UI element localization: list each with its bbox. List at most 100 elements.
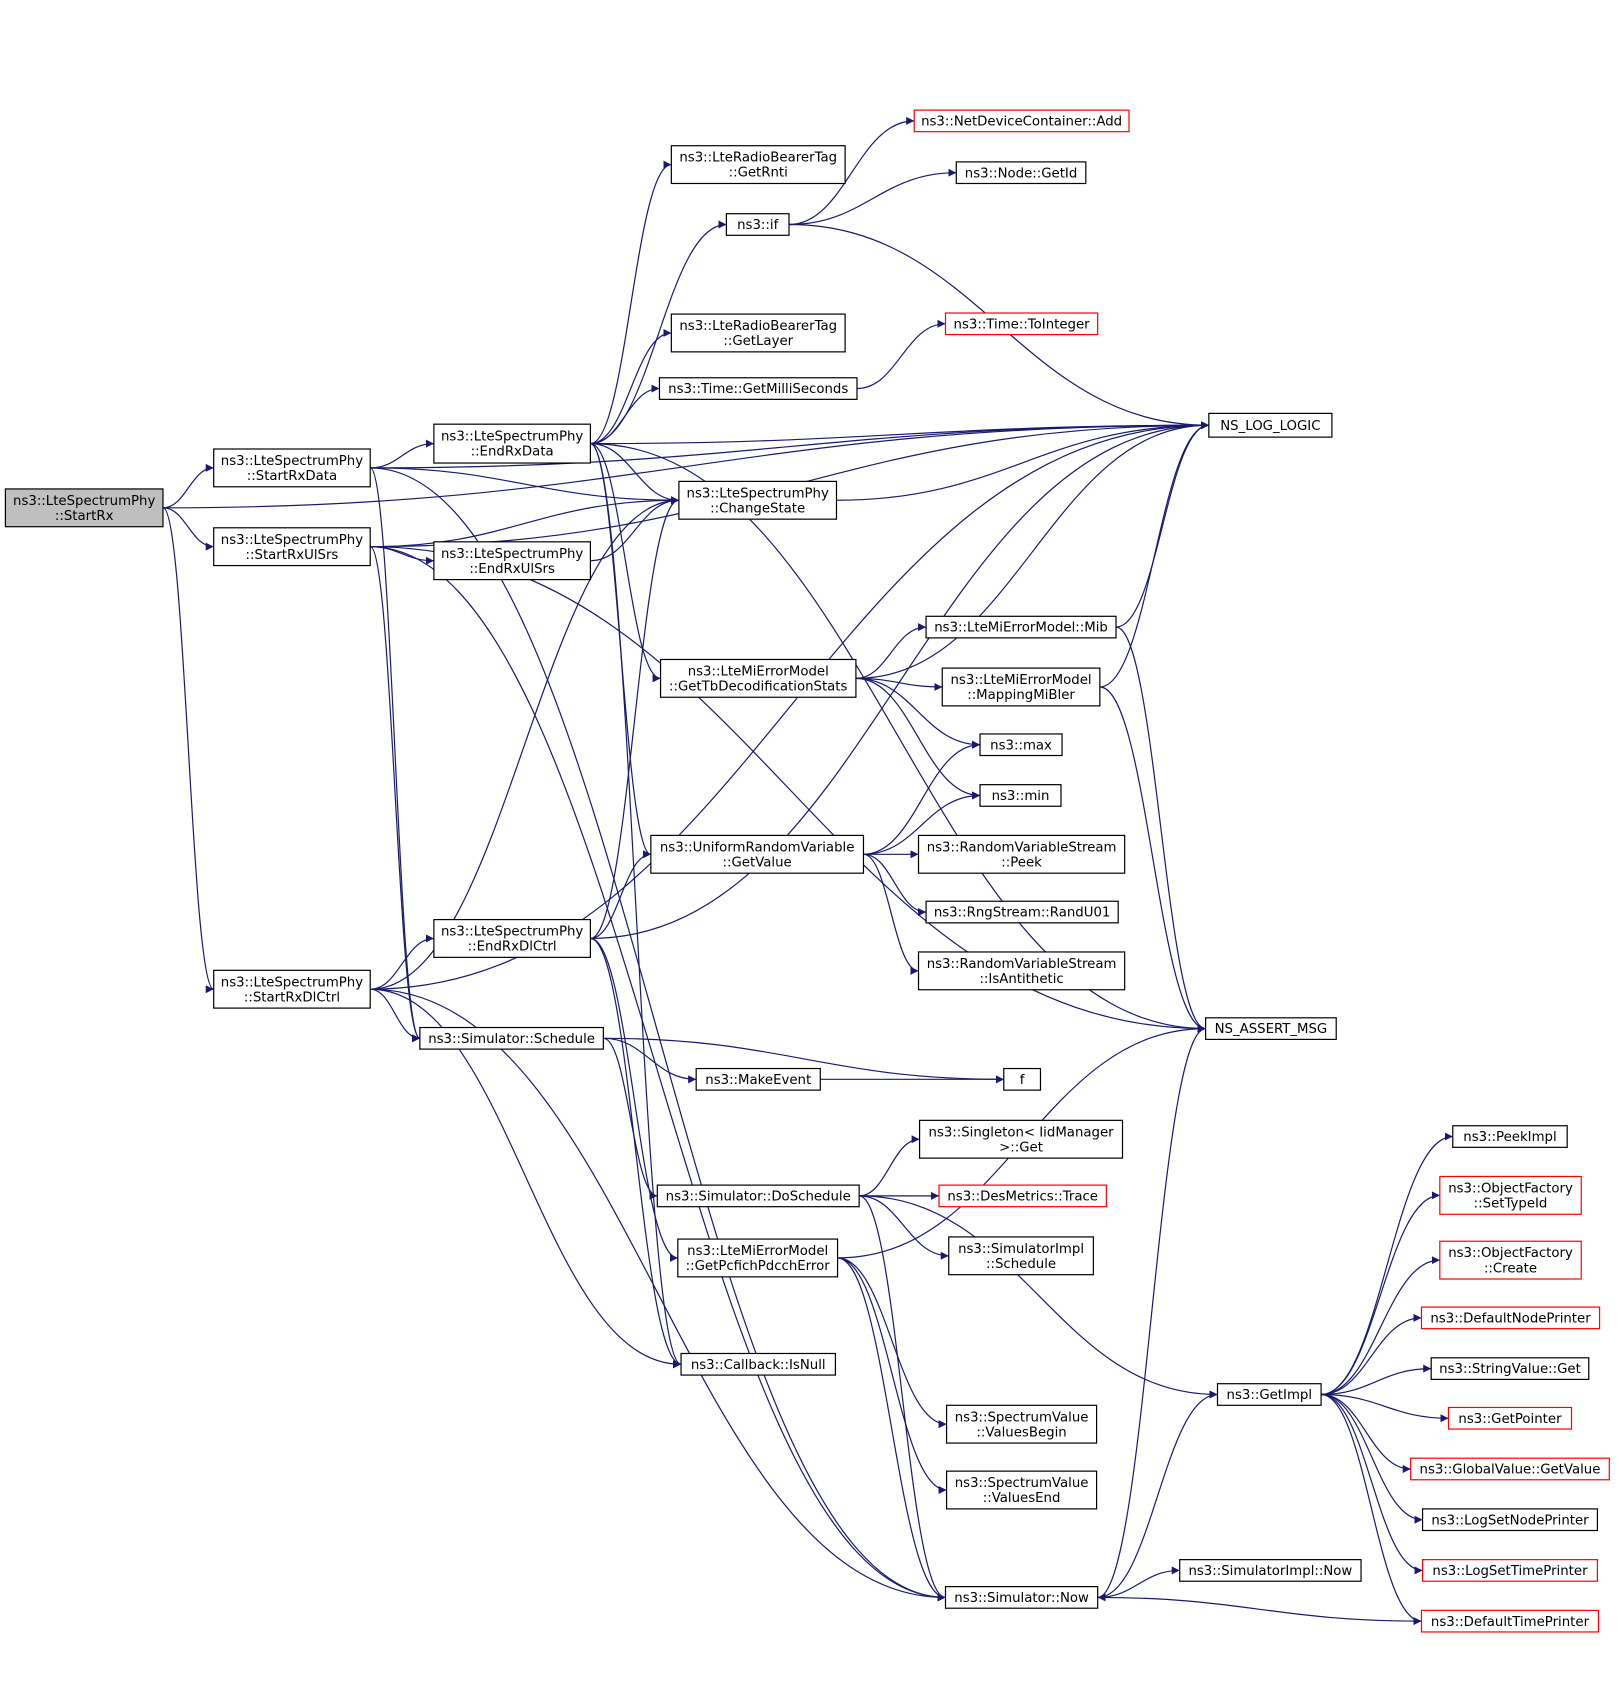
node-valuesbegin[interactable]: ns3::SpectrumValue::ValuesBegin: [945, 1404, 1098, 1444]
node-label: ::ValuesBegin: [976, 1425, 1066, 1440]
node-getimpl[interactable]: ns3::GetImpl: [1216, 1383, 1322, 1406]
node-ofcreate[interactable]: ns3::ObjectFactory::Create: [1439, 1240, 1582, 1280]
node-nodegetid[interactable]: ns3::Node::GetId: [955, 161, 1087, 185]
call-edge: [370, 439, 434, 469]
node-mib[interactable]: ns3::LteMiErrorModel::Mib: [925, 615, 1117, 639]
node-isnull[interactable]: ns3::Callback::IsNull: [680, 1352, 837, 1376]
node-valuesend[interactable]: ns3::SpectrumValue::ValuesEnd: [945, 1470, 1098, 1510]
call-edge: [370, 467, 679, 505]
node-box: [658, 377, 858, 400]
node-implschedule[interactable]: ns3::SimulatorImpl::Schedule: [948, 1236, 1094, 1276]
node-label: ns3::LteSpectrumPhy: [441, 430, 583, 445]
node-label: ns3::GlobalValue::GetValue: [1420, 1463, 1601, 1478]
node-box: [1216, 1383, 1322, 1406]
call-edge: [788, 116, 915, 226]
call-edge: [855, 677, 943, 691]
call-edge: [162, 421, 1209, 509]
node-implnow[interactable]: ns3::SimulatorImpl::Now: [1179, 1559, 1362, 1582]
node-box: [213, 448, 371, 488]
node-startrxdlctrl[interactable]: ns3::LteSpectrumPhy::StartRxDlCtrl: [213, 969, 371, 1009]
node-label: ::EndRxDlCtrl: [468, 940, 557, 955]
node-box: [433, 918, 591, 958]
call-edge: [859, 1195, 1218, 1399]
node-getmilliseconds[interactable]: ns3::Time::GetMilliSeconds: [658, 377, 858, 400]
call-edge: [590, 384, 660, 445]
node-label: ::StartRx: [55, 509, 114, 524]
node-isantithetic[interactable]: ns3::RandomVariableStream::IsAntithetic: [917, 951, 1126, 991]
node-label: ns3::min: [992, 789, 1050, 804]
node-simnow[interactable]: ns3::Simulator::Now: [944, 1586, 1099, 1609]
node-box: [670, 145, 846, 185]
node-destrace[interactable]: ns3::DesMetrics::Trace: [938, 1184, 1107, 1208]
node-label: ns3::ObjectFactory: [1448, 1246, 1573, 1261]
node-nsloglogic[interactable]: NS_LOG_LOGIC: [1208, 412, 1333, 438]
call-edge: [1321, 1256, 1440, 1396]
node-mappingmibler[interactable]: ns3::LteMiErrorModel::MappingMiBler: [941, 667, 1101, 707]
node-endrxdlctrl[interactable]: ns3::LteSpectrumPhy::EndRxDlCtrl: [433, 918, 591, 958]
node-tointeger[interactable]: ns3::Time::ToInteger: [944, 312, 1099, 336]
node-label: ns3::LteMiErrorModel: [951, 673, 1092, 688]
node-f[interactable]: f: [1003, 1067, 1042, 1091]
node-box: [1410, 1457, 1610, 1481]
node-startrxdata[interactable]: ns3::LteSpectrumPhy::StartRxData: [213, 448, 371, 488]
node-doschedule[interactable]: ns3::Simulator::DoSchedule: [656, 1184, 860, 1208]
node-box: [4, 488, 164, 528]
node-startrxulsrs[interactable]: ns3::LteSpectrumPhy::StartRxUlSrs: [213, 527, 371, 567]
call-edge: [855, 421, 1209, 679]
call-edge: [603, 1037, 697, 1084]
node-getpointer[interactable]: ns3::GetPointer: [1447, 1406, 1573, 1430]
node-singletonget[interactable]: ns3::Singleton< IidManager >::Get: [918, 1119, 1124, 1159]
call-edge: [590, 443, 1206, 1033]
node-box: [659, 658, 857, 698]
node-label: ns3::DefaultNodePrinter: [1430, 1311, 1591, 1326]
node-label: ns3::SimulatorImpl::Now: [1188, 1564, 1352, 1579]
node-randu01[interactable]: ns3::RngStream::RandU01: [925, 900, 1119, 924]
node-deftimeprinter[interactable]: ns3::DefaultTimePrinter: [1420, 1609, 1600, 1633]
node-box: [1439, 1175, 1582, 1215]
node-label: ::ChangeState: [710, 501, 805, 516]
node-defnodeprinter[interactable]: ns3::DefaultNodePrinter: [1420, 1306, 1601, 1330]
node-logsettimeprinter[interactable]: ns3::LogSetTimePrinter: [1421, 1559, 1599, 1582]
node-max[interactable]: ns3::max: [979, 733, 1063, 757]
node-endrxdata[interactable]: ns3::LteSpectrumPhy::EndRxData: [433, 423, 591, 464]
node-changestate[interactable]: ns3::LteSpectrumPhy::ChangeState: [678, 480, 838, 520]
node-stringvalueget[interactable]: ns3::StringValue::Get: [1430, 1357, 1590, 1380]
node-nsassertmsg[interactable]: NS_ASSERT_MSG: [1205, 1017, 1337, 1040]
node-min[interactable]: ns3::min: [979, 784, 1062, 807]
node-makeevent[interactable]: ns3::MakeEvent: [695, 1067, 821, 1091]
call-edge: [162, 507, 214, 551]
node-globalgetvalue[interactable]: ns3::GlobalValue::GetValue: [1410, 1457, 1610, 1481]
node-if[interactable]: ns3::if: [725, 213, 790, 236]
node-startrx[interactable]: ns3::LteSpectrumPhy::StartRx: [4, 488, 164, 528]
node-label: ::EndRxData: [471, 445, 554, 460]
node-label: ::Create: [1484, 1261, 1537, 1276]
node-simschedule[interactable]: ns3::Simulator::Schedule: [419, 1026, 604, 1050]
call-edge: [1099, 686, 1206, 1033]
node-uniformgetvalue[interactable]: ns3::UniformRandomVariable::GetValue: [650, 834, 865, 874]
node-getrnti[interactable]: ns3::LteRadioBearerTag::GetRnti: [670, 145, 846, 185]
node-box: [948, 1236, 1094, 1276]
node-endrxulsrs[interactable]: ns3::LteSpectrumPhy::EndRxUlSrs: [433, 541, 591, 581]
call-edge: [590, 160, 672, 445]
node-peekimpl[interactable]: ns3::PeekImpl: [1452, 1125, 1568, 1148]
node-getlayer[interactable]: ns3::LteRadioBearerTag::GetLayer: [670, 313, 846, 353]
node-label: ns3::LteMiErrorModel: [687, 1244, 828, 1259]
call-edge: [837, 1257, 947, 1494]
node-getpcfich[interactable]: ns3::LteMiErrorModel::GetPcfichPdcchErro…: [677, 1238, 839, 1278]
call-edge: [370, 496, 679, 548]
call-edge: [856, 319, 946, 390]
node-ofsettypeid[interactable]: ns3::ObjectFactory::SetTypeId: [1439, 1175, 1582, 1215]
call-edge: [1097, 1390, 1218, 1599]
call-edge: [370, 988, 420, 1043]
node-box: [1179, 1559, 1362, 1582]
node-gettbstats[interactable]: ns3::LteMiErrorModel::GetTbDecodificatio…: [659, 658, 857, 698]
node-box: [1452, 1125, 1568, 1148]
node-label: ns3::Singleton< IidManager: [928, 1125, 1114, 1140]
node-netdevadd[interactable]: ns3::NetDeviceContainer::Add: [913, 109, 1130, 133]
call-edge: [855, 677, 981, 800]
call-edge: [1321, 1313, 1422, 1396]
node-rvspeek[interactable]: ns3::RandomVariableStream::Peek: [917, 834, 1126, 874]
node-box: [1439, 1240, 1582, 1280]
node-logsetnodeprinter[interactable]: ns3::LogSetNodePrinter: [1421, 1508, 1599, 1532]
